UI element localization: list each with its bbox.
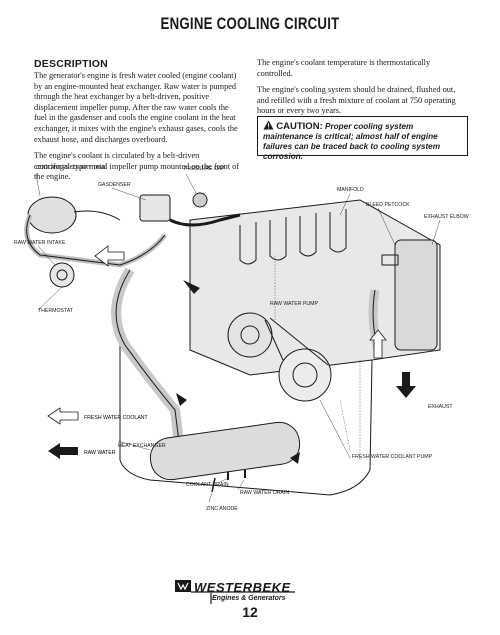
label-heat-exchanger: HEAT EXCHANGER [118,443,166,449]
leader-line [35,173,41,197]
heat-exchanger [149,421,301,481]
thermostat-core [56,269,68,281]
label-coolant-drain: COOLANT DRAIN [186,482,229,488]
drive-belt [264,317,329,366]
gasdenser [139,194,171,222]
raw-water-pump [227,312,273,358]
page-number: 12 [242,604,258,620]
leader-line [208,492,213,503]
legend [47,407,79,459]
label-thermostat: THERMOSTAT [38,308,74,314]
description-right-column: The engine's coolant temperature is ther… [257,58,465,123]
paragraph: The engine's cooling system should be dr… [257,85,456,116]
flow-arrow [290,452,300,464]
caution-label: CAUTION: [276,121,323,132]
fresh-water-legend-arrow-icon [47,407,79,425]
raw-water-legend-arrow-icon [48,443,78,459]
label-raw-water-drain: RAW WATER DRAIN [240,490,289,496]
legend-fresh-water-label: FRESH WATER COOLANT [84,415,149,421]
page-title: ENGINE COOLING CIRCUIT [160,14,340,33]
raw-water-pump-hub [240,325,260,345]
exhaust-arrow-icon [396,372,416,398]
paragraph: The engine's coolant is circulated by a … [34,151,240,182]
flow-arrow [183,280,200,294]
leader-line [185,173,197,194]
leader-line [339,193,351,216]
label-exhaust-elbow: EXHAUST ELBOW [424,214,469,220]
leader-line [319,399,351,459]
manifold-port [299,213,317,257]
leader-line [431,219,441,246]
label-bleed-petcock: BLEED PETCOCK [366,202,410,208]
raw-water-hose [111,267,185,451]
manifold-port [239,222,257,265]
leader-line [339,399,351,451]
label-fresh-water-coolant-pump: FRESH WATER COOLANT PUMP [352,454,433,460]
coolant-recovery-tank [27,196,77,234]
caution-box: CAUTION: Proper cooling system maintenan… [257,116,468,161]
warning-triangle-icon [263,120,274,130]
leader-line [217,477,229,484]
brand-tagline: Engines & Generators [212,595,286,602]
recovery-hose [73,210,121,221]
engine-cooling-diagram: COOLANT RECOVERY TANK PRESSURE CAP GASDE… [14,165,469,512]
legend-raw-water-label: RAW WATER [84,450,116,456]
leader-line [111,187,147,201]
paragraph: The generator's engine is fresh water co… [34,71,238,144]
pressure-cap [192,192,208,208]
leader-line [117,440,151,451]
label-gasdenser: GASDENSER [98,182,131,188]
leader-line [37,286,63,311]
engine-block-outline [119,340,373,496]
raw-water-hose-outline [115,269,181,451]
gasdenser-outlet-line [169,213,241,227]
leader-line [237,479,245,491]
label-raw-water-pump: RAW WATER PUMP [270,301,318,307]
flow-arrow [369,329,387,359]
label-coolant-recovery-tank: COOLANT RECOVERY TANK [36,165,107,171]
label-manifold: MANIFOLD [337,187,364,193]
description-heading: DESCRIPTION [34,58,108,70]
flow-arrow [176,393,187,406]
fresh-water-coolant-pump-hub [292,362,318,388]
label-exhaust: EXHAUST [428,404,453,410]
leader-line [377,207,396,246]
exhaust-elbow-body [394,239,438,351]
brand-name: WESTERBEKE [194,580,291,595]
manifold-port [269,217,287,261]
fresh-water-coolant-pump [278,348,332,402]
description-left-column: The generator's engine is fresh water co… [34,71,240,189]
flow-arrow [94,245,125,267]
thermostat [49,262,75,288]
label-raw-water-intake: RAW WATER INTAKE [14,240,66,246]
caution-text: Proper cooling system maintenance is cri… [263,122,441,161]
label-zinc-anode: ZINC ANODE [206,506,238,512]
zinc-anode [211,477,216,493]
paragraph: The engine's coolant temperature is ther… [257,58,431,78]
exhaust-elbow-port [381,254,399,266]
leader-line [37,245,56,266]
label-pressure-cap: PRESSURE CAP [184,166,225,172]
raw-water-intake-hose-outline [26,214,166,266]
manifold-port [329,209,347,253]
westerbeke-logo [175,580,295,604]
